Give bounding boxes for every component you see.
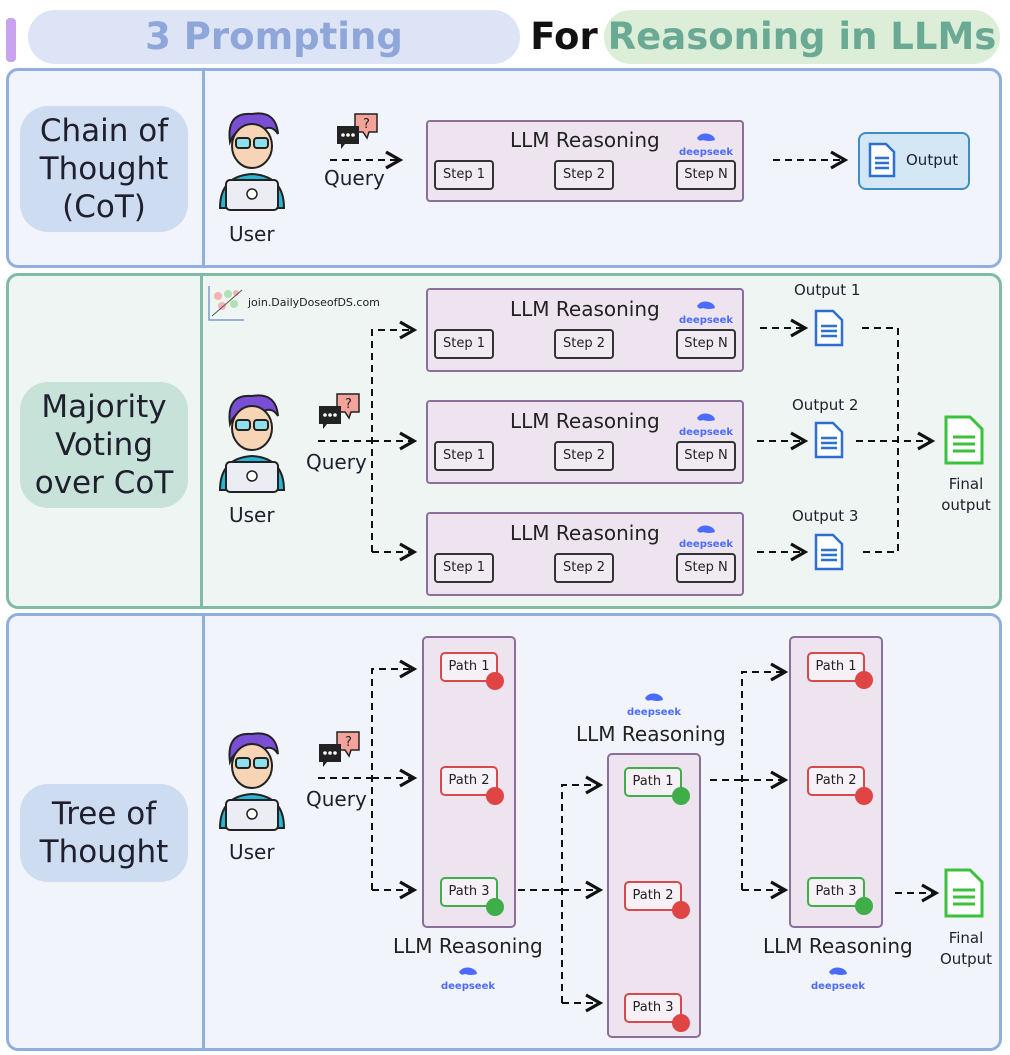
majority-label: Majority Voting over CoT	[20, 382, 188, 508]
deepseek-logo: deepseek	[438, 964, 498, 992]
output-1-label: Output 1	[794, 281, 861, 299]
document-icon	[814, 309, 844, 347]
step-n: Step N	[676, 160, 736, 190]
llm-reasoning-title: LLM Reasoning	[510, 521, 660, 545]
query-label: Query	[306, 450, 367, 474]
user-avatar	[212, 108, 292, 213]
llm-reasoning-title: LLM Reasoning	[763, 934, 913, 958]
title-technique-pill: 3 Prompting Techniques	[28, 10, 520, 112]
svg-text:?: ?	[345, 735, 352, 750]
final-document-icon	[944, 868, 984, 918]
llm-reasoning-title: LLM Reasoning	[510, 128, 660, 152]
tot-label: Tree of Thought	[20, 784, 188, 882]
chat-bubble-icon: ?	[317, 730, 362, 768]
path-2: Path 2	[807, 766, 865, 796]
step-2: Step 2	[554, 553, 614, 583]
majority-final-output-label: Final output	[941, 475, 991, 514]
tot-panel-divider	[202, 616, 205, 1048]
path-dot-green	[672, 787, 690, 805]
step-2: Step 2	[554, 441, 614, 471]
cot-label: Chain of Thought (CoT)	[20, 106, 188, 232]
llm-reasoning-title: LLM Reasoning	[393, 934, 543, 958]
document-icon	[868, 142, 896, 178]
deepseek-logo: deepseek	[678, 298, 734, 326]
step-2: Step 2	[554, 160, 614, 190]
llm-reasoning-title: LLM Reasoning	[510, 297, 660, 321]
document-icon	[814, 533, 844, 571]
step-n: Step N	[676, 441, 736, 471]
majority-panel-divider	[200, 276, 203, 606]
user-label: User	[229, 840, 275, 864]
user-label: User	[229, 222, 275, 246]
path-dot-red	[486, 787, 504, 805]
step-1: Step 1	[434, 329, 494, 359]
svg-text:?: ?	[363, 117, 370, 132]
document-icon	[814, 421, 844, 459]
path-dot-red	[855, 671, 873, 689]
title-reasoning-pill: Reasoning in LLMs	[604, 10, 1000, 64]
deepseek-logo: deepseek	[808, 964, 868, 992]
step-1: Step 1	[434, 441, 494, 471]
step-1: Step 1	[434, 160, 494, 190]
step-n: Step N	[676, 553, 736, 583]
user-label: User	[229, 503, 275, 527]
final-document-icon	[944, 415, 984, 465]
title-accent-bar	[6, 18, 16, 62]
step-2: Step 2	[554, 329, 614, 359]
llm-reasoning-title: LLM Reasoning	[576, 722, 726, 746]
path-dot-red	[486, 672, 504, 690]
output-3-label: Output 3	[792, 507, 859, 525]
watermark-text[interactable]: join.DailyDoseofDS.com	[248, 296, 380, 309]
title-for-text: For	[530, 15, 598, 58]
query-label: Query	[306, 787, 367, 811]
step-n: Step N	[676, 329, 736, 359]
deepseek-logo: deepseek	[624, 690, 684, 718]
step-1: Step 1	[434, 553, 494, 583]
watermark-logo	[206, 284, 246, 322]
output-2-label: Output 2	[792, 396, 859, 414]
path-dot-red	[855, 787, 873, 805]
cot-panel-divider	[202, 71, 205, 265]
tot-final-output-label: Final Output	[939, 929, 993, 968]
user-avatar	[212, 390, 292, 495]
path-dot-red	[672, 1014, 690, 1032]
path-dot-green	[855, 897, 873, 915]
path-3: Path 3	[440, 877, 498, 907]
user-avatar	[212, 728, 292, 833]
deepseek-logo: deepseek	[678, 410, 734, 438]
llm-reasoning-title: LLM Reasoning	[510, 409, 660, 433]
chat-bubble-icon: ?	[317, 392, 362, 430]
deepseek-logo: deepseek	[678, 130, 734, 158]
cot-output-label: Output	[906, 151, 959, 169]
path-dot-red	[672, 901, 690, 919]
deepseek-logo: deepseek	[678, 522, 734, 550]
query-label: Query	[324, 166, 385, 190]
path-dot-green	[486, 898, 504, 916]
svg-text:?: ?	[345, 397, 352, 412]
chat-bubble-icon: ?	[335, 112, 380, 150]
